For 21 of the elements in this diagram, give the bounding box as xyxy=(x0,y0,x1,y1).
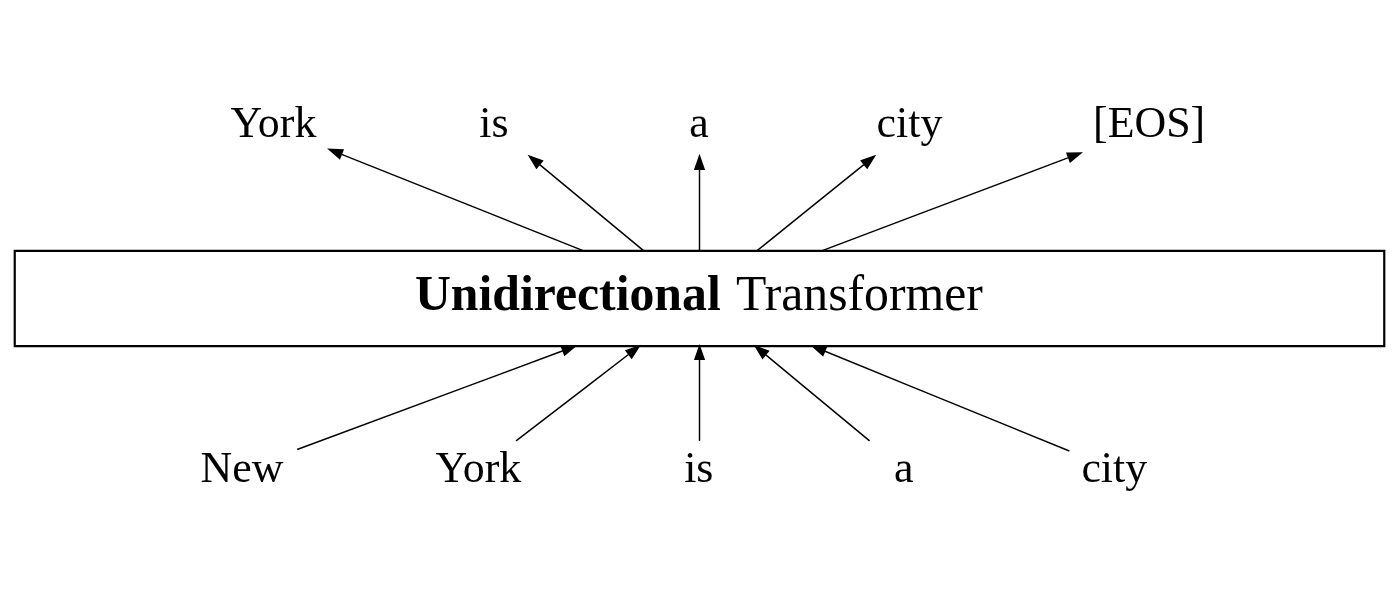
node-text: [EOS] xyxy=(1093,97,1206,146)
node-text: city xyxy=(876,97,943,146)
arrow xyxy=(756,154,877,251)
arrow xyxy=(693,343,706,442)
arrow xyxy=(296,344,578,450)
node-text: a xyxy=(689,97,709,146)
arrow xyxy=(527,154,645,251)
node-text: York xyxy=(230,97,317,146)
node-text: a xyxy=(894,442,914,491)
node-text: city xyxy=(1081,442,1148,491)
arrow xyxy=(693,153,706,251)
node-text: is xyxy=(479,97,509,146)
node-text: York xyxy=(435,442,522,491)
arrow xyxy=(820,151,1083,252)
arrow xyxy=(327,148,585,252)
arrow xyxy=(810,344,1071,452)
node-box: Unidirectional Transformer xyxy=(13,249,1386,347)
node-text: New xyxy=(200,442,284,491)
node-text: is xyxy=(684,442,714,491)
arrow xyxy=(753,344,871,442)
arrow xyxy=(515,344,642,442)
